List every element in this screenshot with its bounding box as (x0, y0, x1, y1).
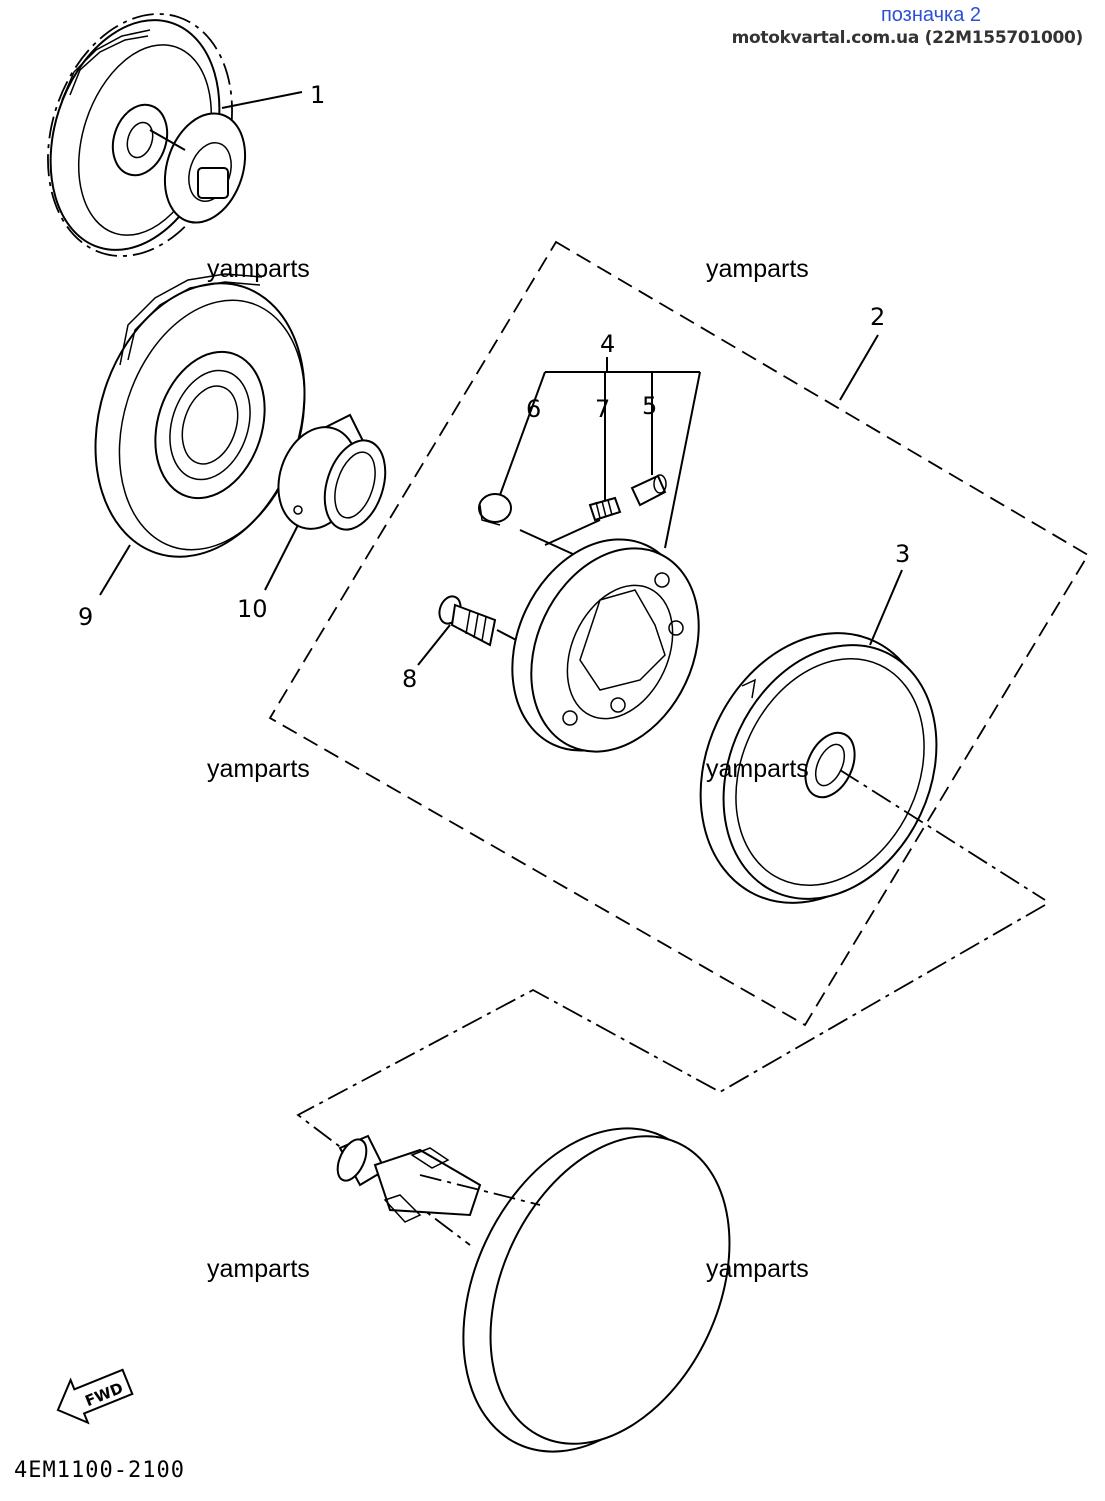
part-7-spring (588, 496, 622, 522)
watermark: yamparts (706, 755, 809, 783)
gear-teeth-top (61, 29, 151, 101)
callout-8: 8 (402, 665, 417, 693)
header-site: motokvartal.com.ua (22M155701000) (731, 28, 1084, 48)
callout-7: 7 (595, 395, 610, 423)
callout-2: 2 (870, 303, 885, 331)
starter-clutch-body (511, 538, 700, 753)
callout-5: 5 (642, 392, 657, 420)
watermark: yamparts (706, 255, 809, 283)
callout-1: 1 (310, 81, 325, 109)
watermark: yamparts (207, 1255, 310, 1283)
part-5-cap (630, 474, 667, 507)
crankshaft-disc (336, 1127, 731, 1453)
assembly-boundary (268, 240, 1090, 1027)
part-8-bolt (438, 595, 497, 647)
watermark: yamparts (207, 255, 310, 283)
part-3-clutch-housing (699, 632, 938, 904)
watermark: yamparts (207, 755, 310, 783)
watermark: yamparts (706, 1255, 809, 1283)
callout-10: 10 (237, 595, 268, 623)
fwd-arrow: FWD (56, 1368, 134, 1425)
diagram-code: 4EM1100-2100 (14, 1458, 185, 1483)
part-9-idle-gear (94, 273, 306, 558)
callout-6: 6 (526, 395, 541, 423)
part-4-bracket (499, 357, 701, 549)
part-10-bushing (277, 413, 387, 531)
part-6-roller (478, 493, 512, 526)
callout-4: 4 (600, 330, 615, 358)
callout-9: 9 (78, 603, 93, 631)
part-1-starter-wheel-gear (47, 13, 247, 257)
callout-3: 3 (895, 540, 910, 568)
header-label: позначка 2 (880, 4, 981, 26)
